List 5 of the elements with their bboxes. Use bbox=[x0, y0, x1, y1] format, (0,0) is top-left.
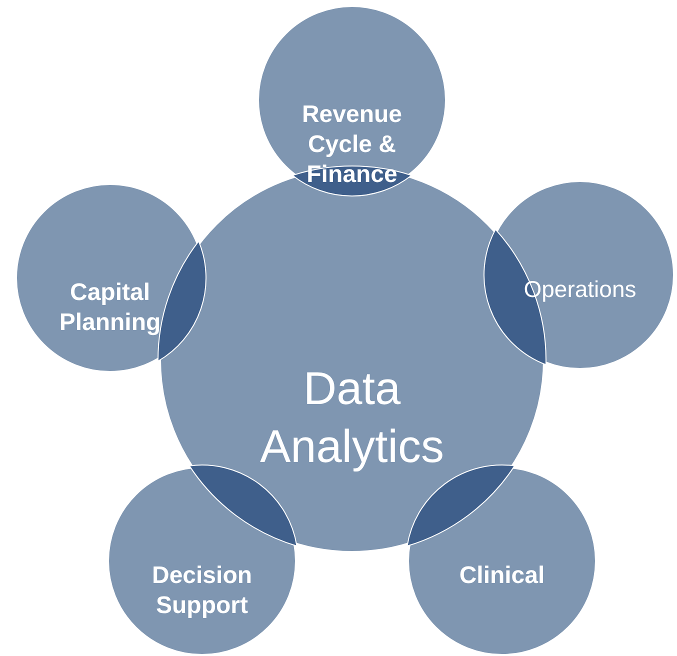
center-label: Data Analytics bbox=[258, 361, 446, 474]
node-label: Revenue Cycle & Finance bbox=[300, 100, 404, 190]
node-label: Clinical bbox=[458, 561, 546, 591]
node-label: Capital Planning bbox=[58, 278, 162, 338]
node-label: Decision Support bbox=[150, 561, 254, 621]
